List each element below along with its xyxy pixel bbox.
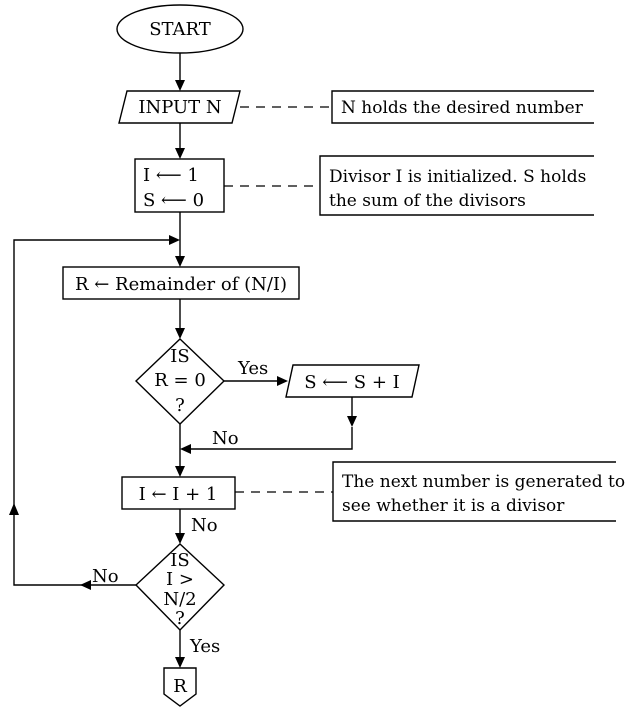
increment-note-bracket: [332, 461, 616, 522]
decision2-no-label: No: [92, 566, 119, 587]
add-label: S ⟵ S + I: [304, 372, 400, 393]
decision1-no-label: No: [212, 428, 239, 449]
flow-add-merge: [190, 427, 353, 450]
input-parallelogram: [118, 90, 241, 124]
arrowhead-add-down: [347, 416, 357, 427]
init-note-line-2: the sum of the divisors: [329, 191, 526, 211]
init-box: [134, 158, 225, 213]
arrowhead-increment: [175, 466, 185, 477]
start-label: START: [149, 19, 211, 40]
connector-label: R: [173, 676, 187, 697]
arrowhead-decision1: [175, 328, 185, 339]
arrowhead-decision2: [175, 533, 185, 544]
increment-note-line-1: The next number is generated to: [342, 472, 625, 492]
decision1-line-3: ?: [175, 395, 185, 416]
decision1-line-1: IS: [170, 346, 189, 367]
init-line-2: S ⟵ 0: [143, 190, 204, 211]
increment-no-label: No: [191, 515, 218, 536]
increment-label: I ← I + 1: [139, 484, 218, 505]
increment-note-line-2: see whether it is a divisor: [342, 496, 565, 516]
arrowhead-add: [277, 376, 288, 386]
init-note-bracket: [319, 155, 594, 216]
remainder-label: R ← Remainder of (N/I): [75, 274, 287, 295]
arrowhead-decision2-no: [80, 580, 91, 590]
decision2-line-3: N/2: [163, 589, 196, 610]
input-label: INPUT N: [138, 97, 221, 118]
add-parallelogram: [285, 364, 420, 398]
arrowhead-merge: [180, 444, 191, 454]
remainder-box: [62, 266, 300, 300]
decision2-line-4: ?: [175, 608, 185, 629]
arrowhead-loop-up: [9, 503, 19, 515]
arrowhead-loop-merge: [169, 235, 180, 245]
input-note-text: N holds the desired number: [341, 98, 584, 118]
arrowhead-remainder: [175, 256, 185, 267]
decision1-line-2: R = 0: [154, 370, 206, 391]
arrowhead-connector: [175, 657, 185, 668]
init-line-1: I ⟵ 1: [143, 165, 199, 186]
loop-back-line: [13, 239, 180, 586]
arrowhead-input: [175, 80, 185, 91]
decision2-line-2: I >: [166, 569, 194, 590]
decision2-yes-label: Yes: [189, 636, 220, 657]
decision1-yes-label: Yes: [237, 358, 268, 379]
decision2-line-1: IS: [170, 550, 189, 571]
input-note-bracket: [331, 90, 594, 124]
off-page-connector: [163, 667, 197, 707]
arrowhead-init: [175, 148, 185, 159]
increment-box: [121, 476, 236, 510]
init-note-line-1: Divisor I is initialized. S holds: [329, 167, 586, 187]
